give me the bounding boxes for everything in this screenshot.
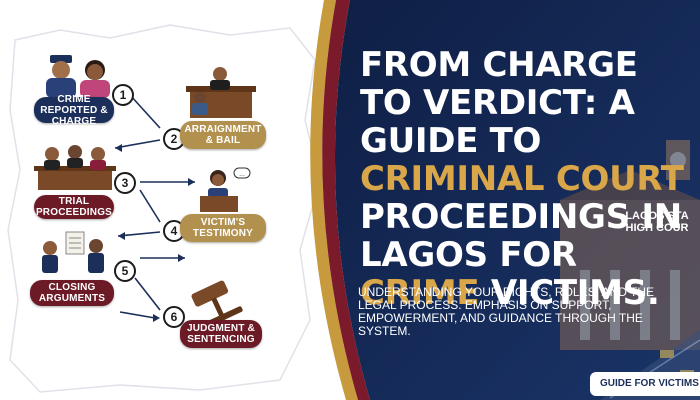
process-infographic: ... 1 2 3 4 5 6 CRIME REPORTED & CHARGE … — [7, 24, 321, 393]
judge-bench-icon — [186, 67, 256, 118]
headline-part-3: Proceedings in Lagos for — [360, 197, 682, 275]
headline-part-5: Victims. — [490, 273, 660, 313]
step-number-1: 1 — [112, 84, 134, 106]
connector-2-3 — [114, 139, 161, 149]
flow-arrows — [114, 94, 195, 319]
step-label-2: ARRAIGNMENT & BAIL — [180, 121, 266, 149]
step-label-3: TRIAL PROCEEDINGS — [34, 195, 114, 219]
step-number-5: 5 — [114, 260, 136, 282]
page-headline: From Charge to Verdict: A Guide to Crimi… — [360, 46, 695, 312]
svg-text:...: ... — [239, 171, 245, 178]
headline-part-1: From Charge to Verdict: A Guide to — [360, 45, 638, 161]
connector-6 — [119, 311, 156, 319]
step-number-2: 2 — [163, 128, 185, 150]
witness-stand-icon: ... — [200, 167, 251, 212]
subtitle: Understanding your rights, roles, and th… — [358, 285, 655, 338]
step-label-1: CRIME REPORTED & CHARGE — [34, 94, 114, 127]
headline-part-4: Crime — [360, 273, 480, 313]
map-outline — [7, 24, 321, 393]
step-label-6: JUDGMENT & SENTENCING — [180, 320, 262, 348]
connector-5-6 — [134, 277, 161, 311]
building-sign-line-1: LAGOS STA — [625, 210, 689, 222]
connector-3-4 — [139, 189, 161, 223]
courtroom-panel-icon — [34, 145, 116, 190]
high-court-building-art — [560, 140, 700, 350]
police-officer-and-victim-icon — [46, 55, 110, 98]
connector-1-2 — [129, 94, 161, 129]
step-label-4: VICTIM'S TESTIMONY — [180, 214, 266, 242]
step-number-6: 6 — [163, 306, 185, 328]
step-number-3: 3 — [114, 172, 136, 194]
guide-for-victims-badge: GUIDE FOR VICTIMS — [590, 372, 700, 396]
building-sign: LAGOS STA HIGH COUR — [614, 210, 700, 234]
step-label-5: CLOSING ARGUMENTS — [30, 280, 114, 306]
building-sign-line-2: HIGH COUR — [625, 222, 689, 234]
headline-part-2: Criminal Court — [360, 159, 684, 199]
lawyers-with-documents-icon — [42, 231, 104, 273]
